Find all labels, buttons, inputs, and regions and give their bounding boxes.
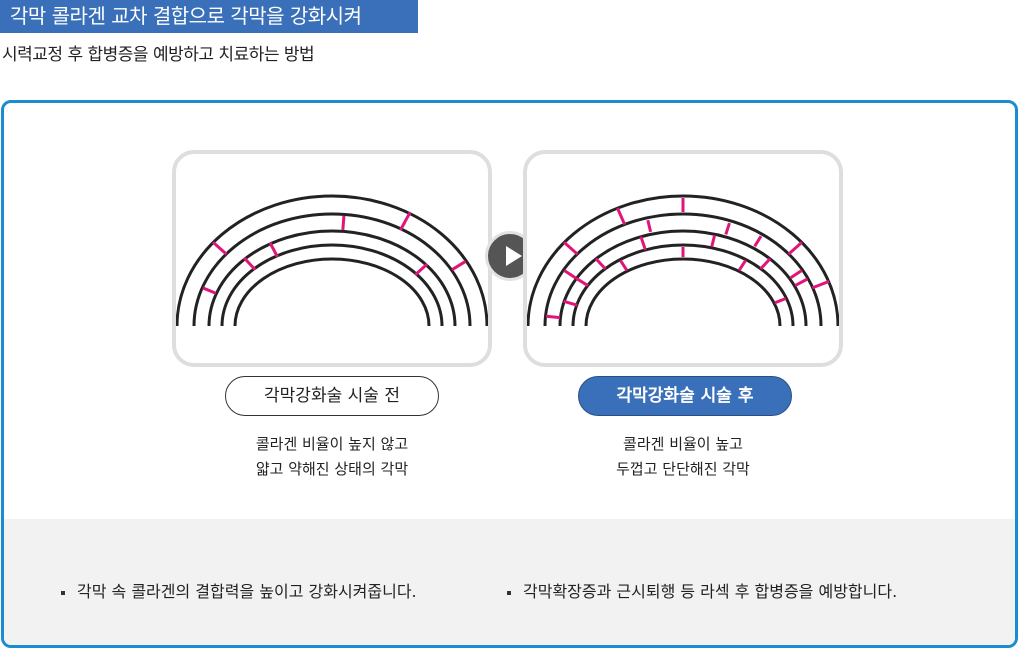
collagen-crosslink-mark [341,215,346,230]
collagen-crosslink-mark [619,259,629,272]
page-title: 각막 콜라겐 교차 결합으로 각막을 강화시켜 [0,0,418,33]
cornea-arcs-before [176,194,488,327]
collagen-crosslink-mark [451,260,467,271]
collagen-crosslink-mark [243,256,257,271]
collagen-crosslink-mark [724,222,731,235]
collagen-crosslink-mark [545,314,561,320]
collagen-crosslink-mark [399,211,412,231]
collagen-crosslink-mark [774,297,787,305]
collagen-layer-arc [584,257,782,327]
collagen-crosslink-mark [563,269,577,280]
collagen-layer-arc [571,243,795,327]
cornea-before-illustration [172,150,492,367]
before-desc-line: 얇고 약해진 상태의 각막 [255,460,409,478]
benefit-item: 각막 속 콜라겐의 결합력을 높이고 강화시켜줍니다. [61,578,417,602]
cornea-after-illustration [523,150,843,367]
collagen-layer-arc [558,229,808,327]
collagen-crosslink-mark [737,259,747,272]
benefit-item: 각막확장증과 근시퇴행 등 라섹 후 합병증을 예방합니다. [507,578,897,602]
collagen-crosslink-mark [594,257,607,270]
collagen-layer-arc [220,243,444,327]
collagen-crosslink-mark [616,207,627,226]
collagen-crosslink-mark [646,219,653,233]
after-desc-line: 두껍고 단단해진 각막 [616,460,750,478]
benefits-section: 각막 속 콜라겐의 결합력을 높이고 강화시켜줍니다. 각막확장증과 근시퇴행 … [4,519,1015,645]
collagen-crosslink-mark [794,277,809,287]
collagen-crosslink-mark [787,241,803,256]
collagen-layer-arc [233,257,431,327]
collagen-crosslink-mark [759,257,772,270]
collagen-crosslink-mark [575,277,589,287]
collagen-crosslink-mark [753,235,763,248]
collagen-crosslink-mark [563,241,579,256]
page-subtitle: 시력교정 후 합병증을 예방하고 치료하는 방법 [2,45,315,65]
after-desc-line: 콜라겐 비율이 높고 [623,435,743,453]
after-label: 각막강화술 시술 후 [578,376,792,416]
collagen-layer-arc [192,212,472,327]
before-desc-line: 콜라겐 비율이 높지 않고 [255,435,409,453]
collagen-layer-arc [543,212,823,327]
collagen-crosslink-mark [563,299,578,307]
collagen-crosslink-mark [639,236,647,251]
collagen-crosslink-mark [811,279,830,290]
collagen-crosslink-mark [789,269,803,280]
before-label: 각막강화술 시술 전 [225,376,439,416]
collagen-crosslink-mark [268,242,279,258]
collagen-crosslink-mark [710,234,717,248]
collagen-crosslink-mark [202,286,217,295]
collagen-layer-arc [207,229,457,327]
collagen-crosslink-mark [212,241,228,256]
collagen-layer-arc [527,194,839,327]
cornea-arcs-after [527,194,839,327]
collagen-crosslink-mark [414,262,429,276]
collagen-layer-arc [176,194,488,327]
